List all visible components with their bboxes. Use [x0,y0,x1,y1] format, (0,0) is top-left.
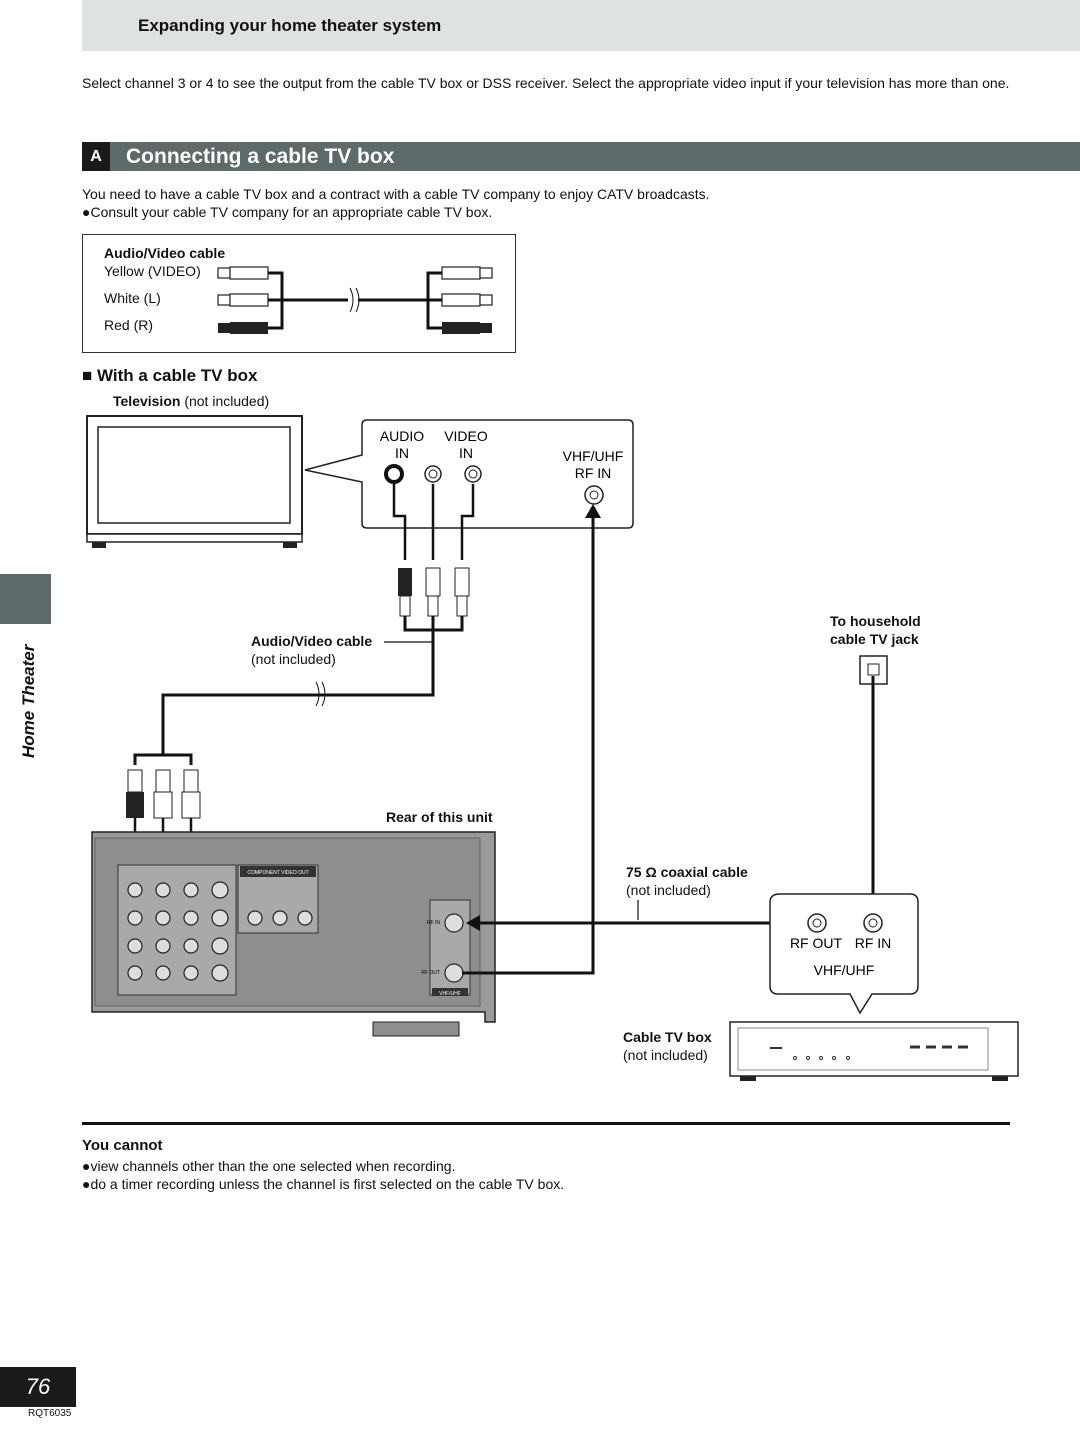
tv-rfin-label: RF IN [575,465,612,481]
section-band [82,142,1080,171]
subsection-title: With a cable TV box [97,366,258,385]
wiring-diagram: AUDIO IN VIDEO IN VHF/UHF RF IN COMPONEN… [86,415,1019,1081]
you-cannot-title: You cannot [82,1137,163,1154]
side-tab-marker [0,574,51,624]
television-illustration [86,415,303,548]
page-header-title: Expanding your home theater system [138,16,442,35]
header-band [82,0,1080,51]
household-label-2: cable TV jack [830,631,919,647]
cablebox-note: (not included) [623,1047,708,1063]
intro-paragraph: Select channel 3 or 4 to see the output … [82,75,1010,91]
tv-video-in-label: VIDEO [444,428,488,444]
household-label-1: To household [830,613,921,629]
section-rule [82,1122,1010,1125]
tv-label: Television (not included) [113,393,269,409]
cablebox-label: Cable TV box [623,1029,712,1045]
box-rfin-label: RF IN [855,935,892,951]
tv-video-in-label-2: IN [459,445,473,461]
section-title: Connecting a cable TV box [126,145,395,168]
rear-vhfuhf-label: VHF/UHF [439,991,461,997]
side-tab-label: Home Theater [19,643,38,758]
box-rfout-label: RF OUT [790,935,843,951]
av-cable-label: Audio/Video cable [251,633,373,649]
rear-rfout-label: RF OUT [421,970,440,976]
rear-component-label: COMPONENT VIDEO OUT [247,870,308,876]
side-tab-text: Home Theater [19,643,38,758]
coax-cable-note: (not included) [626,882,711,898]
box-vhf-label: VHF/UHF [814,962,875,978]
subsection-marker: ■ [82,366,93,385]
rear-unit-label: Rear of this unit [386,809,493,825]
you-cannot-item-2: ●do a timer recording unless the channel… [82,1176,565,1192]
tv-vhf-label: VHF/UHF [563,448,624,464]
cable-legend-title: Audio/Video cable [104,245,226,261]
document-code: RQT6035 [28,1408,72,1419]
av-cable-note: (not included) [251,651,336,667]
section-text-1: You need to have a cable TV box and a co… [82,186,710,202]
coax-cable-label: 75 Ω coaxial cable [626,864,748,880]
cable-legend-red: Red (R) [104,317,154,333]
rear-rfin-label: RF IN [427,920,440,926]
you-cannot-item-1: ●view channels other than the one select… [82,1158,456,1174]
tv-audio-in-label: AUDIO [380,428,424,444]
cable-legend-white: White (L) [104,290,161,306]
tv-label-note: (not included) [180,393,270,409]
cable-legend-illustration [217,266,493,334]
page-number: 76 [0,1367,76,1407]
section-text-2: ●Consult your cable TV company for an ap… [82,204,493,220]
tv-label-name: Television [113,393,181,409]
cable-legend-box [82,234,516,353]
tv-audio-in-label-2: IN [395,445,409,461]
section-letter: A [82,142,110,171]
cable-legend-yellow: Yellow (VIDEO) [104,263,201,279]
